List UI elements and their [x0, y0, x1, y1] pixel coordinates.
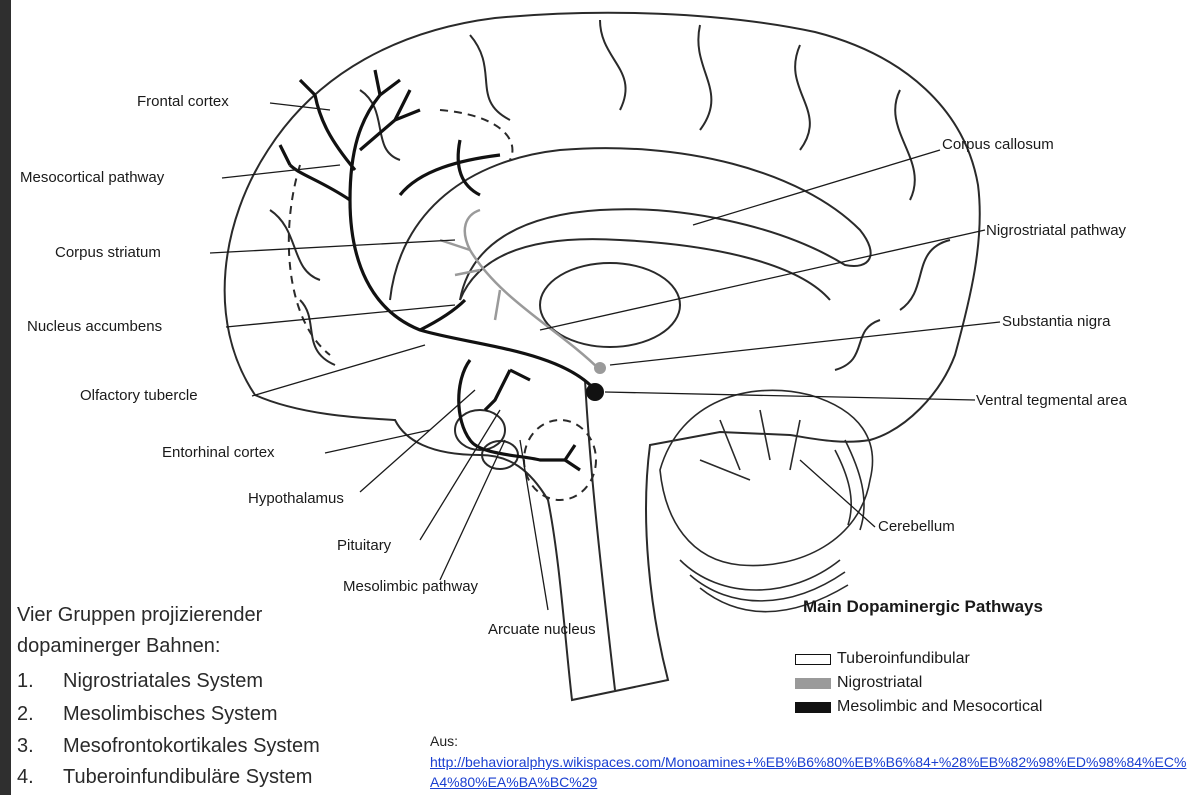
mesocortical-path — [350, 95, 595, 390]
label-frontal-cortex: Frontal cortex — [137, 93, 229, 110]
legend-item-mesolimbic-mesocortical: Mesolimbic and Mesocortical — [795, 698, 1042, 716]
label-hypothalamus: Hypothalamus — [248, 490, 344, 507]
label-nigrostriatal-pathway: Nigrostriatal pathway — [986, 222, 1126, 239]
substantia-nigra-dot — [594, 362, 606, 374]
source-label: Aus: — [430, 733, 458, 749]
list-item: 2.Mesolimbisches System — [17, 703, 278, 726]
list-item-text: Nigrostriatales System — [63, 670, 263, 692]
label-olfactory-tubercle: Olfactory tubercle — [80, 387, 198, 404]
legend-label: Tuberoinfundibular — [837, 650, 970, 668]
list-item: 4.Tuberoinfundibuläre System — [17, 766, 312, 789]
label-substantia-nigra: Substantia nigra — [1002, 313, 1110, 330]
legend-swatch — [795, 678, 831, 689]
list-item-text: Tuberoinfundibuläre System — [63, 766, 312, 788]
label-cerebellum: Cerebellum — [878, 518, 955, 535]
label-mesolimbic-pathway: Mesolimbic pathway — [343, 578, 478, 595]
legend-item-nigrostriatal: Nigrostriatal — [795, 674, 922, 692]
legend-title: Main Dopaminergic Pathways — [803, 597, 1043, 617]
legend-swatch — [795, 654, 831, 665]
label-ventral-tegmental-area: Ventral tegmental area — [976, 392, 1127, 409]
cerebellum-shape — [660, 390, 873, 565]
list-item: 1.Nigrostriatales System — [17, 670, 263, 693]
label-corpus-striatum: Corpus striatum — [55, 244, 161, 261]
list-item-number: 2. — [17, 703, 63, 726]
legend-item-tuberoinfundibular: Tuberoinfundibular — [795, 650, 970, 668]
ventral-tegmental-dot — [586, 383, 604, 401]
label-entorhinal-cortex: Entorhinal cortex — [162, 444, 275, 461]
legend-swatch — [795, 702, 831, 713]
source-link[interactable]: http://behavioralphys.wikispaces.com/Mon… — [430, 752, 1190, 792]
label-pituitary: Pituitary — [337, 537, 391, 554]
list-item: 3.Mesofrontokortikales System — [17, 735, 320, 758]
legend-label: Nigrostriatal — [837, 674, 922, 692]
list-item-number: 4. — [17, 766, 63, 789]
list-item-text: Mesofrontokortikales System — [63, 735, 320, 757]
label-arcuate-nucleus: Arcuate nucleus — [488, 621, 596, 638]
list-item-number: 3. — [17, 735, 63, 758]
label-corpus-callosum: Corpus callosum — [942, 136, 1054, 153]
description-line-2: dopaminerger Bahnen: — [17, 635, 220, 658]
list-item-text: Mesolimbisches System — [63, 703, 278, 725]
legend-label: Mesolimbic and Mesocortical — [837, 698, 1042, 716]
list-item-number: 1. — [17, 670, 63, 693]
label-nucleus-accumbens: Nucleus accumbens — [27, 318, 162, 335]
label-mesocortical-pathway: Mesocortical pathway — [20, 169, 164, 186]
description-line-1: Vier Gruppen projizierender — [17, 604, 262, 627]
